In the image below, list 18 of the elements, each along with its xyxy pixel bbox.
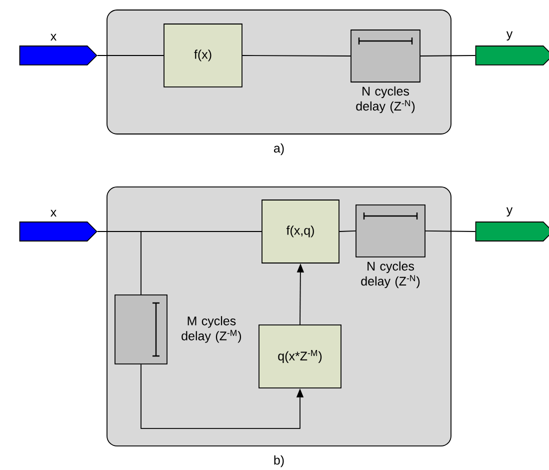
connector xyxy=(420,55,476,56)
connector xyxy=(96,55,164,56)
delay-label: N cycles delay (Z$^{-N}$) xyxy=(356,86,415,114)
function-box: f(x) xyxy=(164,24,242,88)
delay-label: N cycles delay (Z$^{-N}$) xyxy=(361,261,420,288)
connector xyxy=(339,230,356,232)
node-label: a) xyxy=(274,143,284,156)
connector xyxy=(242,55,351,56)
delay-label: M cycles delay (Z$^{-M}$) xyxy=(182,316,242,343)
function-box: f(x,q) xyxy=(262,200,340,264)
connector xyxy=(425,230,476,232)
signal-label: x xyxy=(50,210,56,217)
signal-label: y xyxy=(506,207,513,217)
signal-label: x xyxy=(50,34,56,41)
signal-label: y xyxy=(506,31,513,41)
function-box: q(x*Z$^{-M}$) xyxy=(258,324,342,388)
node-label: b) xyxy=(274,455,284,468)
connector xyxy=(96,231,142,295)
